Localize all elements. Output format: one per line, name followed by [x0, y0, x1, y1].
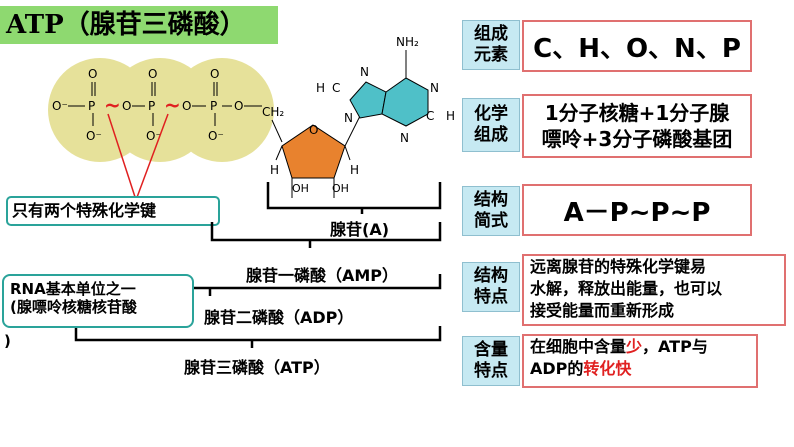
- rna-note-tail: ): [4, 332, 11, 350]
- label-chemical-text: 化学 组成: [474, 104, 508, 145]
- label-structure-formula: 结构 简式: [462, 186, 520, 236]
- content-red-2: 转化快: [583, 359, 632, 378]
- adp-label: 腺苷二磷酸（ADP）: [204, 308, 354, 327]
- rna-note-line1: RNA基本单位之一: [10, 280, 136, 298]
- h-adenine-right: H: [446, 109, 455, 123]
- rna-note-line2: (腺嘌呤核糖核苷酸: [10, 298, 137, 316]
- h-left: H: [270, 163, 279, 177]
- ribose-ring: [281, 124, 346, 179]
- chemical-box: 1分子核糖+1分子腺 嘌呤+3分子磷酸基团: [522, 94, 752, 158]
- feature-line1: 远离腺苷的特殊化学键易: [530, 257, 707, 276]
- bracket-lines: [74, 182, 442, 348]
- feature-box: 远离腺苷的特殊化学键易 水解，释放出能量，也可以 接受能量而重新形成: [522, 254, 786, 326]
- c-ring: C: [426, 109, 434, 123]
- feature-line3: 接受能量而重新形成: [530, 301, 675, 320]
- p3-o-bottom: O⁻: [208, 129, 224, 143]
- formula-box: A－P~P~P: [522, 184, 752, 236]
- feature-line2: 水解，释放出能量，也可以: [530, 279, 723, 298]
- special-bond-label: 只有两个特殊化学键: [6, 196, 220, 226]
- label-composition: 组成 元素: [462, 20, 520, 70]
- special-bond-1: ~: [104, 93, 121, 117]
- content-red-1: 少: [626, 337, 643, 356]
- h-right: H: [350, 163, 359, 177]
- label-content-feature-text: 含量 特点: [474, 340, 508, 381]
- label-structure-feature-text: 结构 特点: [474, 266, 508, 307]
- content-pre: 在细胞中含量: [530, 337, 627, 356]
- n-left: N: [344, 111, 353, 125]
- rna-callout: RNA基本单位之一 (腺嘌呤核糖核苷酸: [2, 274, 194, 328]
- n-top-left: N: [360, 65, 369, 79]
- content-line2: ADP的转化快: [530, 358, 631, 380]
- phosphate-circle-3: [170, 58, 274, 162]
- c-left: C: [332, 81, 340, 95]
- label-chemical: 化学 组成: [462, 98, 520, 152]
- h-adenine-left: H: [316, 81, 325, 95]
- content-mid: ，ATP与: [642, 337, 708, 356]
- p2-o-top: O: [148, 67, 157, 81]
- content-box: 在细胞中含量少，ATP与 ADP的转化快: [522, 334, 758, 388]
- oh-right: OH: [332, 182, 349, 195]
- n-bottom: N: [400, 131, 409, 145]
- label-content-feature: 含量 特点: [462, 336, 520, 386]
- elements-box: C、H、O、N、P: [522, 20, 752, 72]
- content-pre-2: ADP的: [530, 359, 584, 378]
- p1-o-bottom: O⁻: [86, 129, 102, 143]
- bridge-o-2: O: [182, 99, 191, 113]
- p1-o-top: O: [88, 67, 97, 81]
- page-title: ATP（腺苷三磷酸）: [0, 6, 278, 44]
- ch2-label: CH₂: [262, 105, 284, 119]
- amp-label: 腺苷一磷酸（AMP）: [246, 266, 399, 285]
- chemical-line2: 嘌呤+3分子磷酸基团: [541, 127, 733, 151]
- ribose-o: O: [309, 123, 318, 137]
- p1-p: P: [88, 99, 95, 113]
- adenosine-label: 腺苷(A): [330, 220, 390, 239]
- p3-o-top: O: [210, 67, 219, 81]
- chemical-line1: 1分子核糖+1分子腺: [544, 101, 730, 125]
- n-right-top: N: [430, 81, 439, 95]
- atp-molecule-diagram: O P O⁻ O⁻ ~ O O P O⁻ ~ O O P O⁻ O CH₂: [48, 35, 455, 201]
- label-structure-feature: 结构 特点: [462, 262, 520, 312]
- bridge-o-1: O: [122, 99, 131, 113]
- oh-left: OH: [292, 182, 309, 195]
- label-structure-formula-text: 结构 简式: [474, 190, 508, 231]
- p2-p: P: [148, 99, 155, 113]
- content-line1: 在细胞中含量少，ATP与: [530, 336, 708, 358]
- label-composition-text: 组成 元素: [474, 24, 508, 65]
- nh2-label: NH₂: [396, 35, 419, 49]
- bridge-o-3: O: [234, 99, 243, 113]
- atp-label: 腺苷三磷酸（ATP）: [184, 358, 330, 377]
- special-bond-2: ~: [164, 93, 181, 117]
- p3-p: P: [210, 99, 217, 113]
- p1-o-left: O⁻: [52, 99, 68, 113]
